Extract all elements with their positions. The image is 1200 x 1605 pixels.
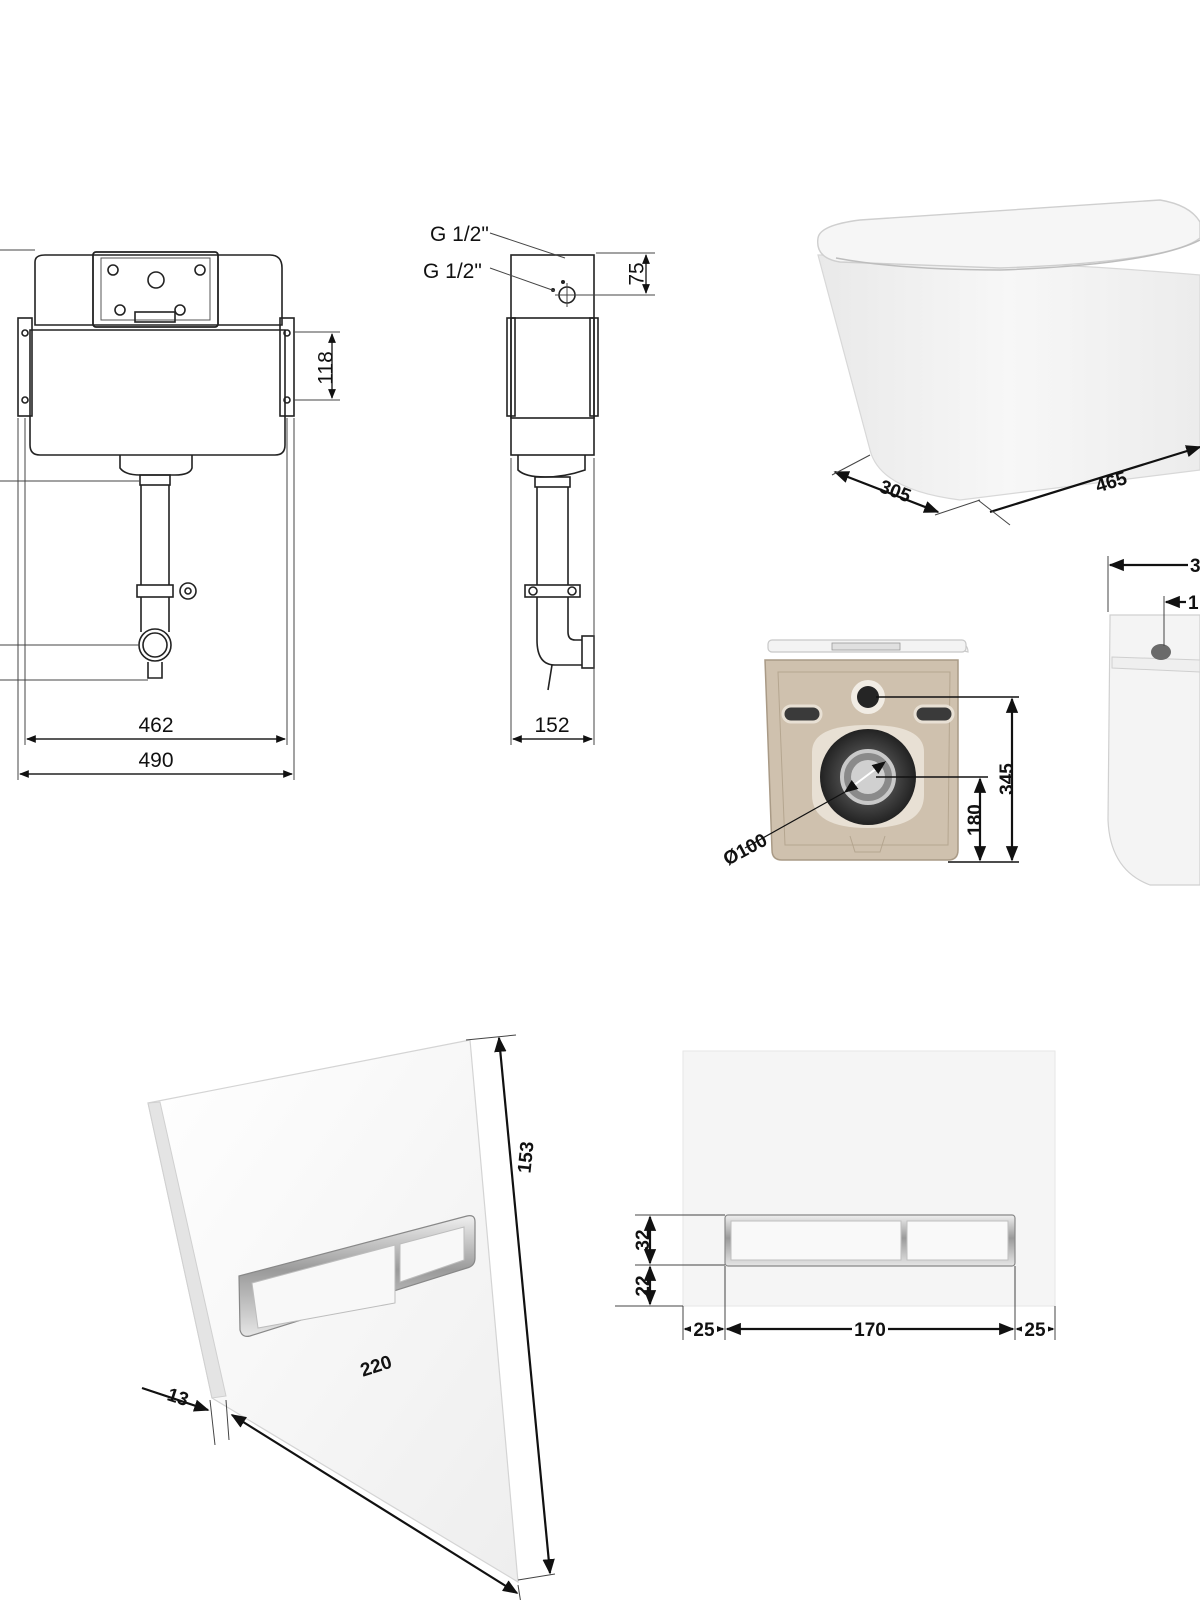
inlet-label-2: G 1/2" xyxy=(423,260,482,283)
flush-plate-3d-view: 153 220 13 xyxy=(141,1034,556,1605)
toilet-side-partial-view: 3 1 xyxy=(1107,556,1200,886)
dim-plate-height-label: 153 xyxy=(514,1141,538,1175)
dim-outlet-height-label: 180 xyxy=(965,804,986,836)
dim-outlet-diameter-label: Ø100 xyxy=(720,830,771,870)
dim-side-left-label: 25 xyxy=(693,1320,715,1341)
dim-button-height-label: 32 xyxy=(633,1229,654,1250)
dim-side-b-label: 1 xyxy=(1188,593,1199,614)
dim-plate-thickness-label: 13 xyxy=(164,1385,191,1412)
toilet-3d-view: 305 465 xyxy=(816,199,1200,526)
cistern-front-view: 118 462 490 xyxy=(0,249,340,780)
dim-side-right-label: 25 xyxy=(1024,1320,1046,1341)
dim-inner-width-label: 462 xyxy=(138,714,173,737)
toilet-rear-view: 345 180 Ø100 xyxy=(720,639,1019,870)
cistern-side-view: G 1/2" G 1/2" 75 152 xyxy=(423,223,655,745)
dim-button-bottom-label: 22 xyxy=(633,1275,654,1296)
dim-inlet-height-label: 75 xyxy=(626,262,649,285)
dim-top-offset-label: 118 xyxy=(315,351,338,384)
dim-depth-label: 152 xyxy=(534,714,569,737)
dim-inlet-height-rear-label: 345 xyxy=(997,763,1018,795)
dim-side-a-label: 3 xyxy=(1190,556,1200,577)
inlet-label-1: G 1/2" xyxy=(430,223,489,246)
dim-button-width-label: 170 xyxy=(854,1320,886,1341)
dim-outer-width-label: 490 xyxy=(138,749,173,772)
flush-plate-front-view: 32 22 25 170 25 xyxy=(615,1050,1056,1341)
